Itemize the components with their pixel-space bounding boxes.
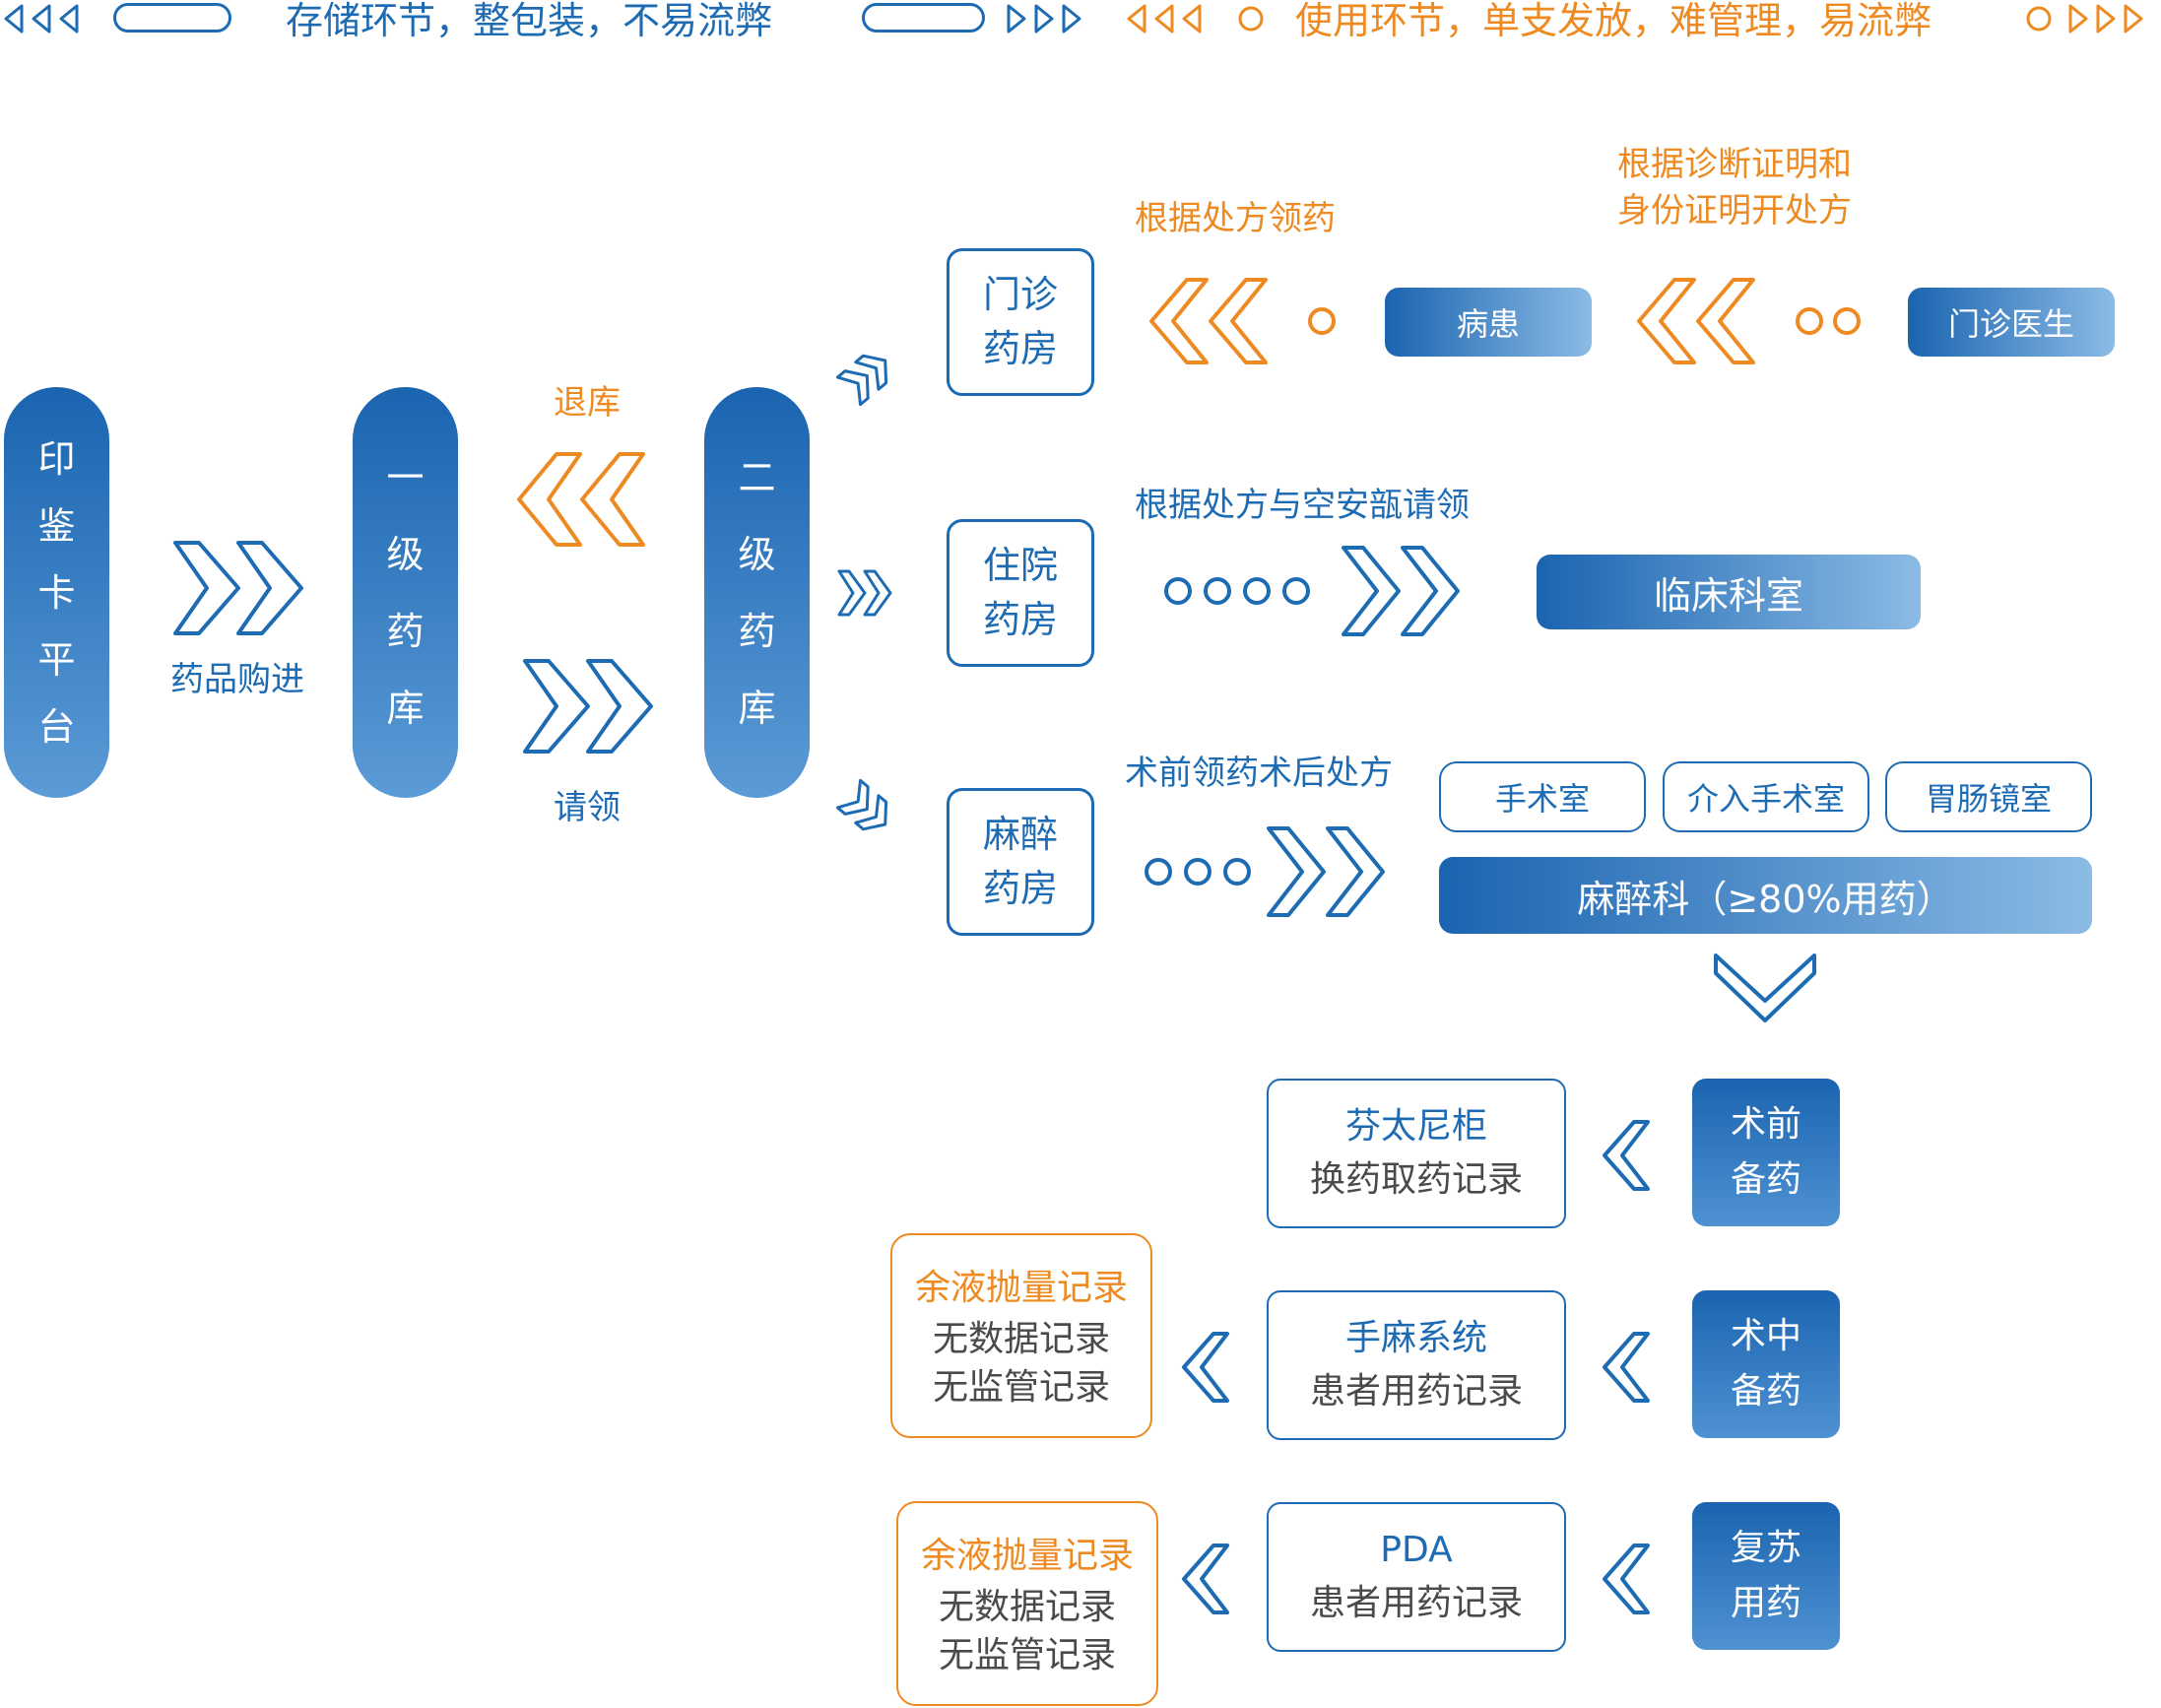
record-title: PDA: [1380, 1530, 1453, 1570]
waste-title: 余液抛量记录: [920, 1535, 1134, 1576]
anesthesia-dept-bar: 麻醉科（≥80%用药）: [1439, 857, 2092, 934]
waste-line: 无监管记录: [932, 1366, 1110, 1408]
patient-bar: 病患: [1385, 288, 1592, 357]
waste-line: 无数据记录: [932, 1319, 1110, 1360]
record-pda: PDA 患者用药记录: [1267, 1502, 1566, 1652]
branch-arrow-up: [835, 354, 888, 407]
stage-line: 备药: [1730, 1159, 1801, 1200]
platform-char: 鉴: [37, 503, 76, 548]
record-title: 手麻系统: [1344, 1318, 1487, 1358]
stage2-waste-chevron: [1182, 1332, 1229, 1403]
down-chevron-icon: [1714, 953, 1816, 1022]
level2-char: 药: [738, 609, 776, 653]
outpatient-pharmacy-box: 门诊 药房: [947, 248, 1094, 396]
record-desc: 患者用药记录: [1309, 1371, 1523, 1412]
room-endoscopy: 胃肠镜室: [1885, 761, 2092, 832]
outpatient-back-chevron-2: [1637, 278, 1861, 364]
inpatient-caption: 根据处方与空安瓿请领: [1135, 486, 1470, 525]
waste-title: 余液抛量记录: [914, 1267, 1128, 1308]
stage3-back-chevron: [1603, 1544, 1650, 1614]
level2-pill: 二 级 药 库: [704, 387, 810, 798]
header-right-text: 使用环节，单支发放，难管理，易流弊: [1295, 0, 1932, 42]
stage-preop: 术前 备药: [1692, 1079, 1840, 1226]
request-double-chevron: [523, 659, 653, 754]
clinical-dept-bar: 临床科室: [1537, 555, 1921, 629]
record-anesthesia-system: 手麻系统 患者用药记录: [1267, 1290, 1566, 1440]
waste-line: 无数据记录: [938, 1587, 1116, 1628]
outpatient-caption2-line1: 根据诊断证明和: [1617, 145, 1852, 184]
record-desc: 换药取药记录: [1309, 1159, 1523, 1200]
outpatient-doctor-bar: 门诊医生: [1908, 288, 2115, 357]
stage-line: 复苏: [1730, 1528, 1801, 1569]
platform-char: 印: [37, 436, 76, 481]
stage-line: 备药: [1730, 1371, 1801, 1412]
waste-record-box: 余液抛量记录 无数据记录 无监管记录: [890, 1233, 1152, 1438]
level1-pill: 一 级 药 库: [353, 387, 458, 798]
inpatient-pharmacy-box: 住院 药房: [947, 519, 1094, 667]
purchase-double-chevron: [173, 541, 303, 635]
level1-char: 药: [386, 609, 425, 653]
outpatient-box-line: 门诊: [982, 272, 1058, 316]
level2-char: 库: [738, 686, 776, 730]
record-fentanyl: 芬太尼柜 换药取药记录: [1267, 1079, 1566, 1228]
level1-char: 级: [386, 532, 425, 576]
outpatient-caption: 根据处方领药: [1135, 199, 1336, 238]
stage-line: 术前: [1730, 1104, 1801, 1146]
header-left-arrows: [4, 4, 79, 33]
anesthesia-box-line: 麻醉: [982, 812, 1058, 856]
header-mid-arrows: [1007, 4, 1081, 33]
inpatient-box-line: 药房: [982, 598, 1058, 641]
stage-recovery: 复苏 用药: [1692, 1502, 1840, 1650]
request-label: 请领: [554, 788, 621, 827]
platform-char: 卡: [37, 570, 76, 615]
record-title: 芬太尼柜: [1344, 1106, 1487, 1147]
inpatient-box-line: 住院: [982, 543, 1058, 587]
anesthesia-caption: 术前领药术后处方: [1125, 754, 1393, 793]
outpatient-box-line: 药房: [982, 327, 1058, 370]
room-interventional: 介入手术室: [1663, 761, 1869, 832]
stage2-back-chevron: [1603, 1332, 1650, 1403]
return-double-chevron: [517, 452, 645, 547]
header-left-text: 存储环节，整包装，不易流弊: [286, 0, 773, 42]
platform-char: 台: [37, 704, 76, 749]
level1-char: 库: [386, 686, 425, 730]
stage-line: 术中: [1730, 1316, 1801, 1357]
purchase-label: 药品购进: [170, 660, 304, 699]
header-right-arrows-left: [1127, 4, 1264, 33]
header-right-arrows-right: [2026, 4, 2143, 33]
return-label: 退库: [554, 383, 621, 423]
anesthesia-forward-chevron: [1145, 826, 1385, 917]
inpatient-forward-chevron: [1164, 546, 1460, 636]
branch-arrow-mid: [837, 569, 892, 617]
outpatient-caption2-line2: 身份证明开处方: [1617, 191, 1852, 230]
branch-arrow-down: [835, 778, 888, 831]
anesthesia-box-line: 药房: [982, 867, 1058, 910]
stage-line: 用药: [1730, 1583, 1801, 1623]
platform-pill: 印 鉴 卡 平 台: [4, 387, 109, 798]
outpatient-back-chevron-1: [1149, 278, 1336, 364]
record-desc: 患者用药记录: [1309, 1583, 1523, 1623]
stage-intraop: 术中 备药: [1692, 1290, 1840, 1438]
level2-char: 级: [738, 532, 776, 576]
stage3-waste-chevron: [1182, 1544, 1229, 1614]
stage1-back-chevron: [1603, 1120, 1650, 1191]
waste-record-box: 余液抛量记录 无数据记录 无监管记录: [896, 1501, 1158, 1706]
header-left-bar: [113, 3, 231, 33]
level2-char: 二: [738, 455, 776, 499]
platform-char: 平: [37, 637, 76, 682]
room-surgery: 手术室: [1439, 761, 1646, 832]
header-mid-bar: [862, 3, 985, 33]
level1-char: 一: [386, 455, 425, 499]
waste-line: 无监管记录: [938, 1634, 1116, 1675]
anesthesia-pharmacy-box: 麻醉 药房: [947, 788, 1094, 936]
